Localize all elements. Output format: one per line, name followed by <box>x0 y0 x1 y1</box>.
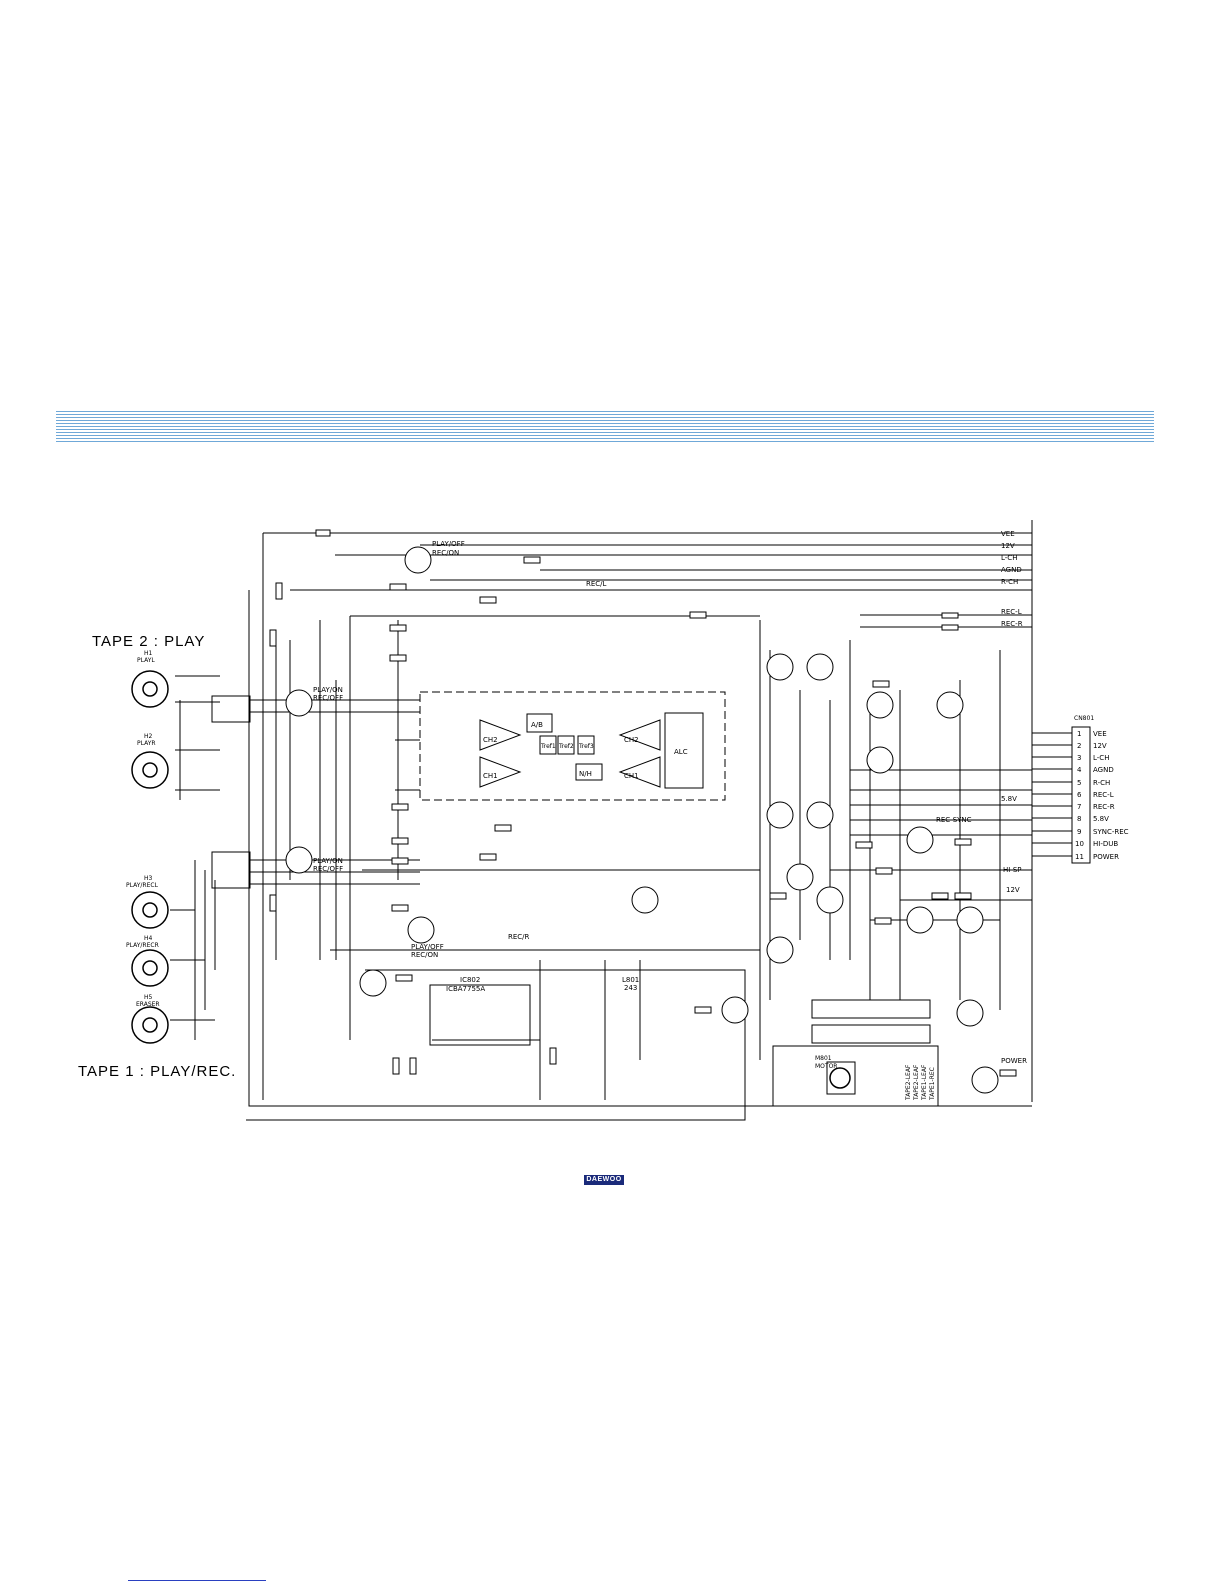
svg-text:7: 7 <box>1077 803 1081 811</box>
head-h5-id: H5 <box>144 994 153 1001</box>
ic802-label: IC802 <box>460 976 480 984</box>
ic-ch2-label: CH2 <box>483 736 498 744</box>
svg-text:REC-L: REC-L <box>1093 791 1114 799</box>
svg-text:5.8V: 5.8V <box>1093 815 1109 823</box>
head-h4-id: H4 <box>144 935 153 942</box>
l801-label: L801 <box>622 976 639 984</box>
bus-vee-label: VEE <box>1001 530 1015 538</box>
motor-id: M801 <box>815 1055 832 1062</box>
svg-text:11: 11 <box>1075 853 1084 861</box>
svg-text:TAPE2-LEAF: TAPE2-LEAF <box>913 1064 920 1101</box>
bus-12v-label: 12V <box>1001 542 1015 550</box>
svg-text:6: 6 <box>1077 791 1082 799</box>
switch-top-label2: REC/ON <box>432 549 459 557</box>
svg-text:5: 5 <box>1077 779 1081 787</box>
svg-text:3: 3 <box>1077 754 1081 762</box>
switch-bot-label: PLAY/OFF <box>411 943 444 951</box>
ic-alc-label: ALC <box>674 748 688 756</box>
ic-tref2-label: Tref2 <box>558 743 574 750</box>
svg-text:2: 2 <box>1077 742 1081 750</box>
hi-sp-label: HI-SP <box>1003 866 1022 874</box>
head-h3-id: H3 <box>144 875 153 882</box>
power-label: POWER <box>1001 1057 1027 1065</box>
switch-mid2-label: PLAY/ON <box>313 857 343 865</box>
svg-text:4: 4 <box>1077 766 1082 774</box>
svg-text:L-CH: L-CH <box>1093 754 1109 762</box>
section-header-band <box>56 411 1154 444</box>
bus-rch-label: R-CH <box>1001 578 1018 586</box>
head-recl-label: PLAY/RECL <box>126 882 159 889</box>
l801-value: 243 <box>624 984 637 992</box>
ic-tref3-label: Tref3 <box>578 743 594 750</box>
footer-link-underline <box>128 1580 266 1581</box>
tape1-label: TAPE 1 : PLAY/REC. <box>78 1063 236 1080</box>
ic802-part-label: ICBA7755A <box>446 985 485 993</box>
svg-text:SYNC-REC: SYNC-REC <box>1093 828 1129 836</box>
bus-agnd-label: AGND <box>1001 566 1022 574</box>
switch-mid1-label: PLAY/ON <box>313 686 343 694</box>
v58-label: 5.8V <box>1001 795 1017 803</box>
motor-label: MOTOR <box>815 1063 837 1070</box>
svg-text:VEE: VEE <box>1093 730 1107 738</box>
svg-text:10: 10 <box>1075 840 1084 848</box>
head-recr-label: PLAY/RECR <box>126 942 159 949</box>
svg-text:1: 1 <box>1077 730 1081 738</box>
svg-text:AGND: AGND <box>1093 766 1114 774</box>
svg-text:REC-R: REC-R <box>1093 803 1115 811</box>
daewoo-logo: DAEWOO <box>584 1175 624 1185</box>
switch-top-label: PLAY/OFF <box>432 540 465 548</box>
bus-recr-label: REC-R <box>1001 620 1023 628</box>
svg-text:TAPE2-LEAF: TAPE2-LEAF <box>905 1064 912 1101</box>
v12-label: 12V <box>1006 886 1020 894</box>
rec-l-label: REC/L <box>586 580 607 588</box>
ic-ch1-label: CH1 <box>483 772 498 780</box>
head-playl-label: PLAYL <box>137 657 155 664</box>
head-eraser-label: ERASER <box>136 1001 160 1008</box>
svg-text:8: 8 <box>1077 815 1081 823</box>
bus-recl-label: REC-L <box>1001 608 1022 616</box>
switch-mid1-label2: REC/OFF <box>313 694 343 702</box>
svg-text:TAPE1-LEAF: TAPE1-LEAF <box>921 1064 928 1101</box>
tape-leaf-labels: TAPE2-LEAF TAPE2-LEAF TAPE1-LEAF TAPE1-R… <box>905 1064 936 1101</box>
head-h1-id: H1 <box>144 650 153 657</box>
svg-text:R-CH: R-CH <box>1093 779 1110 787</box>
connector-name: CN801 <box>1074 715 1094 722</box>
ic-ch1b-label: CH1 <box>624 772 639 780</box>
head-playr-label: PLAYR <box>137 740 156 747</box>
svg-text:TAPE1-REC: TAPE1-REC <box>929 1067 936 1101</box>
switch-bot-label2: REC/ON <box>411 951 438 959</box>
ic-nh-label: N/H <box>579 770 592 778</box>
ic-tref1-label: Tref1 <box>540 743 556 750</box>
bus-lch-label: L-CH <box>1001 554 1017 562</box>
svg-text:POWER: POWER <box>1093 853 1119 861</box>
tape2-label: TAPE 2 : PLAY <box>92 633 205 650</box>
ic-ab-label: A/B <box>531 721 543 729</box>
switch-mid2-label2: REC/OFF <box>313 865 343 873</box>
svg-text:HI-DUB: HI-DUB <box>1093 840 1118 848</box>
rec-sync-label: REC-SYNC <box>936 816 972 824</box>
rec-r-label: REC/R <box>508 933 530 941</box>
connector-pins: 1 VEE 2 12V 3 L-CH 4 AGND 5 R-CH 6 REC-L 7 REC-… <box>1075 730 1129 861</box>
ic-ch2b-label: CH2 <box>624 736 639 744</box>
svg-text:9: 9 <box>1077 828 1081 836</box>
svg-text:12V: 12V <box>1093 742 1107 750</box>
head-h2-id: H2 <box>144 733 153 740</box>
